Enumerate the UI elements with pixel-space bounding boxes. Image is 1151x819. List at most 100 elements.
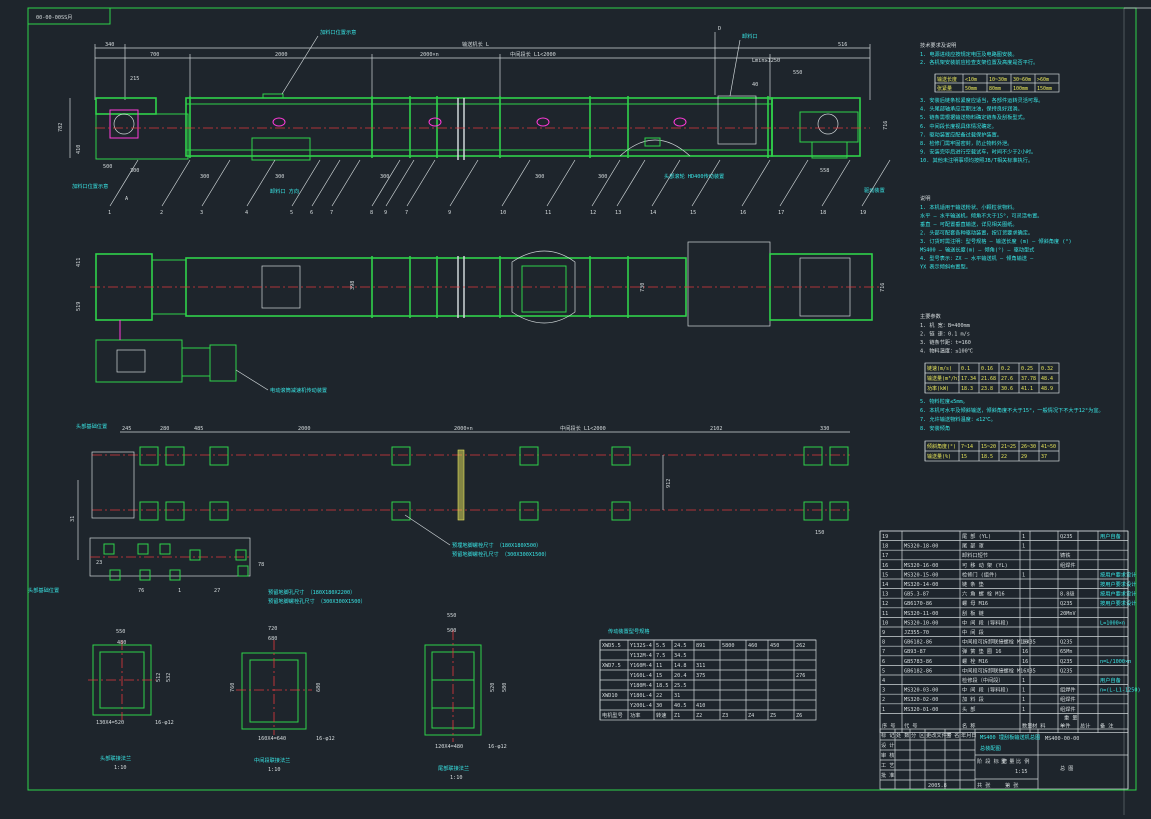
title-block-label: 阶 段 标 记 — [977, 757, 1007, 765]
f-dim-485: 485 — [194, 426, 203, 432]
params-item: 3. 链条节距：t=160 — [920, 338, 971, 346]
bom-cell: MS320-14-00 — [904, 582, 938, 588]
anchor-box — [209, 446, 229, 466]
tension-cell: 80mm — [989, 86, 1001, 92]
f-dim-912: 912 — [666, 479, 672, 488]
plan-dim-716: 716 — [880, 283, 886, 292]
anchor-box — [611, 501, 631, 521]
code-box — [27, 7, 111, 25]
tech-req-item: 3. 安装后链条松紧度应适当，各部件运转灵活可靠。 — [920, 96, 1044, 104]
callout-discharge-dir: 卸料口 方向 — [270, 187, 299, 195]
param-cell: 37.78 — [1021, 376, 1036, 382]
detail-box — [169, 569, 181, 581]
part-number: 9 — [448, 210, 451, 216]
f-dim-280: 280 — [160, 426, 169, 432]
bom-cell: 尾 部 罩 — [962, 542, 984, 550]
mf-dim-1: 680 — [268, 636, 277, 642]
motor-cell: 375 — [696, 673, 705, 679]
part-number: 15 — [690, 210, 696, 216]
bom-cell: 检修段（中间段） — [962, 676, 1004, 684]
f-dim-middle: 中间段长 L1<2000 — [560, 424, 606, 432]
d-dim-78: 78 — [258, 562, 264, 568]
motor-cell: 7.5 — [656, 653, 665, 659]
param-head: 0.1 — [961, 366, 970, 372]
bom-header: 总计 — [1080, 721, 1090, 729]
part-number: 14 — [650, 210, 656, 216]
motor-cell: 460 — [748, 643, 757, 649]
motor-cell: XWD5.5 — [602, 643, 621, 649]
detail-box — [139, 569, 151, 581]
motor-cell: 11 — [656, 663, 662, 669]
plan-view: 电动滚筒减速机传动装置 411 519 398 730 716 — [76, 241, 886, 394]
angle-cell: 15 — [961, 454, 967, 460]
dim-40: 40 — [752, 82, 758, 88]
dim-2000: 2000 — [275, 52, 288, 58]
motor-cell: 5.5 — [656, 643, 665, 649]
plan-callout: 电动滚筒减速机传动装置 — [270, 386, 327, 394]
bom-cell: 1 — [1022, 534, 1025, 540]
anchor-box — [139, 446, 159, 466]
motor-cell: 891 — [696, 643, 705, 649]
motor-cell: 18.5 — [656, 683, 669, 689]
notes2-item: 2. 头部可配套各种驱动装置，按订货要求确定。 — [920, 229, 1033, 237]
motor-cell: 450 — [770, 643, 779, 649]
flange-views: 550 480 512 532 130X4=520 16-φ12 头部联接法兰 … — [88, 613, 508, 781]
anchor-box — [165, 446, 185, 466]
tech-req-item: 8. 检修门需牢固密封，防止物料外泄。 — [920, 139, 1012, 147]
hf-scale: 1:10 — [114, 765, 127, 771]
motor-cell: 24.5 — [674, 643, 687, 649]
small-dim-0: 500 — [103, 164, 112, 170]
bom-cell: Q235 — [1060, 659, 1073, 665]
title-block-label: 第 张 — [1005, 781, 1019, 789]
anchor-box — [209, 501, 229, 521]
bom-header: 序 号 — [882, 721, 896, 729]
tech-req-item: 10. 其他未注明事项均按照JB/T相关标准执行。 — [920, 156, 1033, 164]
bom-cell: n=(L-L1-1250) — [1100, 688, 1141, 694]
bom-cell: GB6170-86 — [904, 601, 932, 607]
bom-cell: 19 — [882, 534, 888, 540]
dim-700: 700 — [150, 52, 159, 58]
title-block-label: 分 区 — [911, 731, 925, 739]
bom-cell: GB6182-86 — [904, 640, 932, 646]
bom-cell: 1 — [1022, 678, 1025, 684]
motor-table-title: 传动装置型号规格 — [608, 627, 650, 635]
motor-cell: Y132S-4 — [630, 643, 652, 649]
bom-cell: L=1000×n — [1100, 620, 1125, 626]
bom-cell: 组焊件 — [1060, 686, 1076, 694]
small-dim-9: 215 — [130, 76, 139, 82]
tf-name: 尾部联接法兰 — [438, 764, 469, 772]
bom-cell: 组焊件 — [1060, 705, 1076, 713]
product-code: MS400-00-00 — [1045, 736, 1079, 742]
bom-header: 单件 — [1060, 721, 1070, 729]
bom-cell: 中间段可拆卸联接螺栓 M16X35 — [962, 638, 1036, 646]
motor-cell: 30 — [656, 703, 662, 709]
detail-box — [189, 549, 201, 561]
tension-head: 输送长度 — [937, 76, 957, 83]
params-item2: 7. 允许输送物料温度：≤12℃。 — [920, 415, 996, 423]
bom-cell: Q235 — [1060, 601, 1073, 607]
tf-dim-0: 550 — [447, 613, 456, 619]
anchor-box — [391, 501, 411, 521]
notes2-item: MS400 — 输送长度(m) — 倾角(°) — 驱动型式 — [920, 246, 1035, 254]
tech-req-item: 5. 链条需根据输送物料确定链条及刮板型式。 — [920, 113, 1028, 121]
param-cell: 48.4 — [1041, 376, 1053, 382]
motor-cell: Z5 — [770, 713, 776, 719]
bom-cell: 中间段可拆卸联接螺栓 M16X35 — [962, 666, 1036, 674]
motor-cell: Z4 — [748, 713, 754, 719]
hf-dim-5: 16-φ12 — [155, 720, 174, 726]
notes2-item: 水平 — 水平输送机，倾角不大于15°，可灵活布置。 — [920, 212, 1043, 220]
small-dim-1: 300 — [130, 168, 139, 174]
detail-box — [235, 549, 247, 561]
hf-dim-2: 512 — [156, 673, 162, 682]
angle-head: 41~50 — [1041, 444, 1056, 450]
d-dim-1: 1 — [178, 588, 181, 594]
bom-cell: 16 — [1022, 640, 1028, 646]
d-dim-23: 23 — [96, 560, 102, 566]
bom-cell: Q235 — [1060, 640, 1073, 646]
bom-cell: 螺 栓 M16 — [962, 657, 988, 665]
callout-drive: 驱动装置 — [864, 186, 885, 194]
motor-cell: Y180M-4 — [630, 683, 652, 689]
title-block-label: 重 量 — [1001, 757, 1015, 765]
